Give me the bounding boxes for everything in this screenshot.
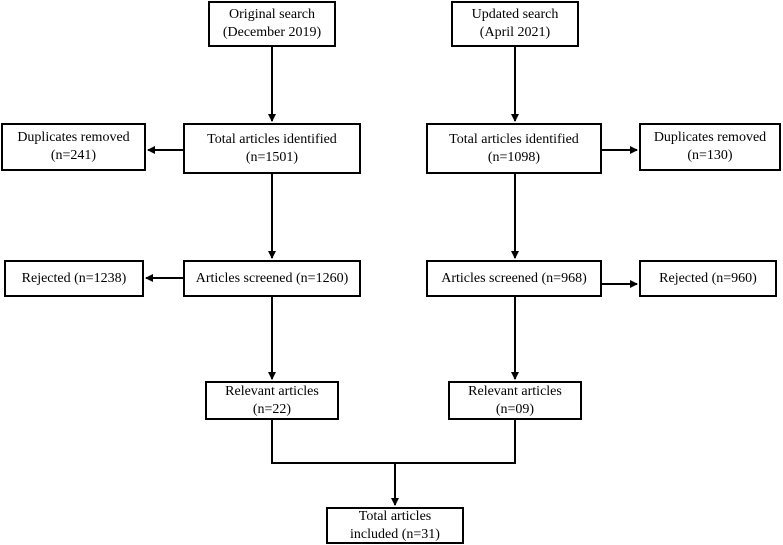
right-identified-box: Total articles identified (n=1098) [426,123,602,174]
left-screened-box: Articles screened (n=1260) [183,260,361,297]
right-rejected-label: Rejected (n=960) [659,270,757,286]
total-included-box: Total articles included (n=31) [326,507,464,544]
right-duplicates-label: Duplicates removed [653,130,767,145]
left-relevant-box: Relevant articles (n=22) [205,381,339,420]
original-search-title: Original search [229,7,315,22]
left-rejected-label: Rejected (n=1238) [21,270,127,286]
left-duplicates-box: Duplicates removed (n=241) [1,123,146,171]
right-rejected-box: Rejected (n=960) [639,260,777,297]
merge-connector [271,420,516,464]
right-relevant-label: Relevant articles [468,383,562,399]
updated-search-title: Updated search [471,7,559,22]
updated-search-box: Updated search (April 2021) [451,1,579,47]
original-search-box: Original search (December 2019) [208,1,336,47]
right-duplicates-box: Duplicates removed (n=130) [639,123,781,171]
left-rejected-box: Rejected (n=1238) [4,260,144,297]
left-relevant-count: (n=22) [252,401,292,417]
right-identified-count: (n=1098) [487,149,541,165]
left-screened-label: Articles screened (n=1260) [195,270,349,286]
right-screened-label: Articles screened (n=968) [441,270,587,286]
left-duplicates-label: Duplicates removed [17,130,130,145]
updated-search-date: (April 2021) [479,25,551,40]
left-relevant-label: Relevant articles [225,383,319,399]
total-included-count: included (n=31) [350,526,440,542]
original-search-date: (December 2019) [222,25,322,40]
right-duplicates-count: (n=130) [687,148,733,163]
right-relevant-box: Relevant articles (n=09) [448,381,582,420]
total-included-label: Total articles [358,508,432,524]
right-identified-label: Total articles identified [449,131,579,147]
left-identified-box: Total articles identified (n=1501) [183,123,361,174]
left-identified-label: Total articles identified [207,131,337,147]
right-relevant-count: (n=09) [495,401,535,417]
right-screened-box: Articles screened (n=968) [426,260,602,297]
left-identified-count: (n=1501) [245,149,299,165]
left-duplicates-count: (n=241) [50,148,97,163]
